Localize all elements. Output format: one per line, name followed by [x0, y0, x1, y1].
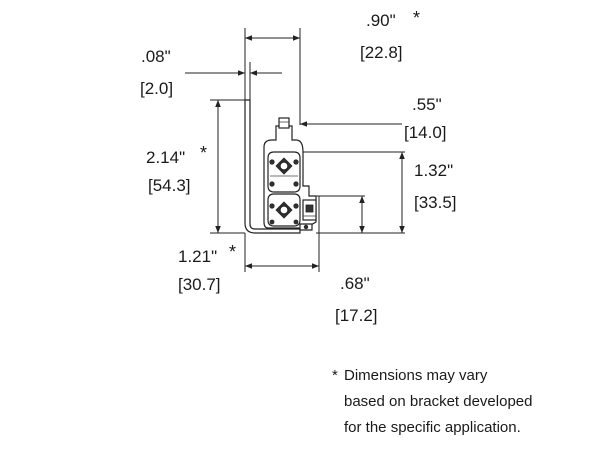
overall-height-mm: [54.3]	[148, 176, 191, 195]
overall-width-mm: [22.8]	[360, 43, 403, 62]
bracket-thickness-inch: .08"	[141, 47, 171, 66]
overall-width-asterisk: *	[413, 8, 420, 28]
bottom-width-mm: [30.7]	[178, 275, 221, 294]
footnote-asterisk: *	[332, 367, 338, 384]
slide-height-mm: [33.5]	[414, 193, 457, 212]
lower-ball	[279, 205, 289, 215]
dimension-lines	[185, 28, 405, 272]
footnote-line-1: Dimensions may vary	[344, 367, 488, 384]
bracket-and-slide-part	[244, 99, 317, 234]
overall-height-asterisk: *	[200, 143, 207, 163]
lower-height-inch: .68"	[340, 274, 370, 293]
dimension-labels: .90" * [22.8] .08" [2.0] .55" [14.0] 2.1…	[140, 8, 457, 325]
overall-width-inch: .90"	[366, 11, 396, 30]
overall-height-inch: 2.14"	[146, 148, 185, 167]
footnote-line-3: for the specific application.	[344, 419, 521, 436]
slide-height-inch: 1.32"	[414, 161, 453, 180]
bottom-width-inch: 1.21"	[178, 247, 217, 266]
upper-ball	[279, 161, 289, 171]
slide-width-mm: [14.0]	[404, 123, 447, 142]
bracket-thickness-mm: [2.0]	[140, 79, 173, 98]
footnote-line-2: based on bracket developed	[344, 393, 532, 410]
bottom-width-asterisk: *	[229, 242, 236, 262]
lower-height-mm: [17.2]	[335, 306, 378, 325]
footnote: * Dimensions may vary based on bracket d…	[332, 367, 532, 436]
slide-top-stem	[278, 117, 290, 129]
slide-width-inch: .55"	[412, 95, 442, 114]
